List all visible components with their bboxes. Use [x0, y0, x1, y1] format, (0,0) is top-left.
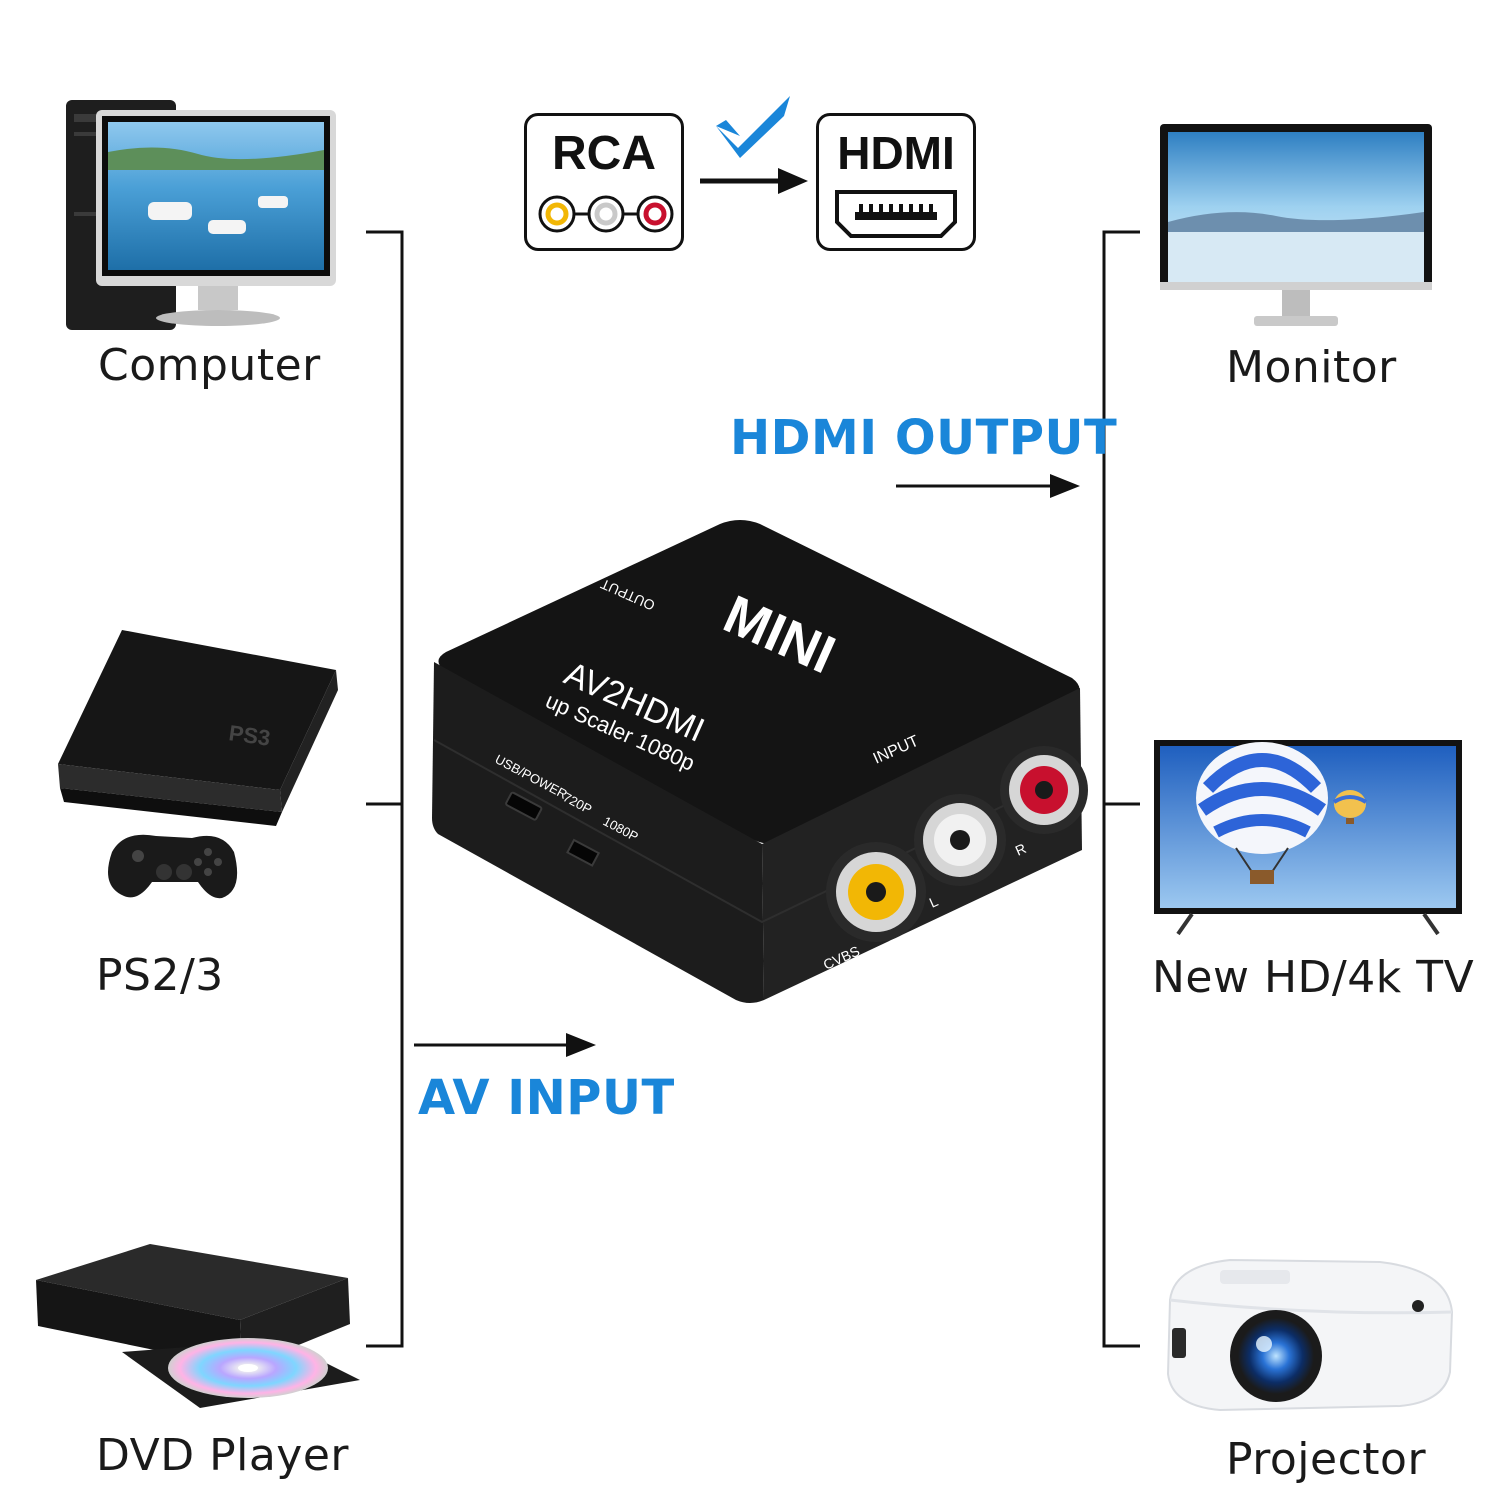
source-label-ps: PS2/3	[96, 950, 224, 1001]
projector-icon	[1166, 1258, 1454, 1412]
converter-usb-port	[505, 791, 543, 821]
hdmi-port-icon	[835, 190, 957, 238]
converter-port-cvbs	[826, 842, 926, 942]
rca-badge-title: RCA	[552, 127, 656, 180]
converter-resolution-switch	[566, 838, 601, 867]
source-label-computer: Computer	[98, 340, 321, 391]
rca-badge: RCA	[524, 113, 684, 251]
dvd-player-icon	[36, 1244, 360, 1408]
conversion-arrow-icon	[700, 168, 808, 194]
check-mark-icon	[716, 96, 790, 158]
converter-port-r	[1000, 746, 1088, 834]
computer-icon	[66, 100, 336, 330]
hdmi-output-label: HDMI OUTPUT	[730, 410, 1118, 466]
hdmi-badge: HDMI	[816, 113, 976, 251]
av2hdmi-converter: MINI AV2HDMI up Scaler 1080p OUTPUT INPU…	[432, 520, 1088, 1003]
converter-left-face	[432, 662, 764, 1003]
game-console-icon: PS3	[58, 630, 338, 899]
hdmi-badge-title: HDMI	[837, 127, 955, 179]
av-input-arrow-icon	[414, 1033, 596, 1057]
source-bracket	[366, 230, 404, 1348]
monitor-icon	[1160, 124, 1432, 326]
converter-top-face	[438, 520, 1080, 844]
av-input-label: AV INPUT	[418, 1070, 675, 1126]
source-label-dvd: DVD Player	[96, 1430, 349, 1481]
hdmi-output-arrow-icon	[896, 474, 1080, 498]
converter-port-l	[914, 794, 1006, 886]
svg-text:PS3: PS3	[227, 720, 272, 751]
tv-icon	[1154, 740, 1462, 936]
output-bracket	[1102, 230, 1140, 1348]
output-label-projector: Projector	[1226, 1434, 1427, 1485]
output-label-monitor: Monitor	[1226, 342, 1397, 393]
output-label-tv: New HD/4k TV	[1152, 952, 1475, 1003]
rca-plugs-icon	[538, 195, 674, 233]
